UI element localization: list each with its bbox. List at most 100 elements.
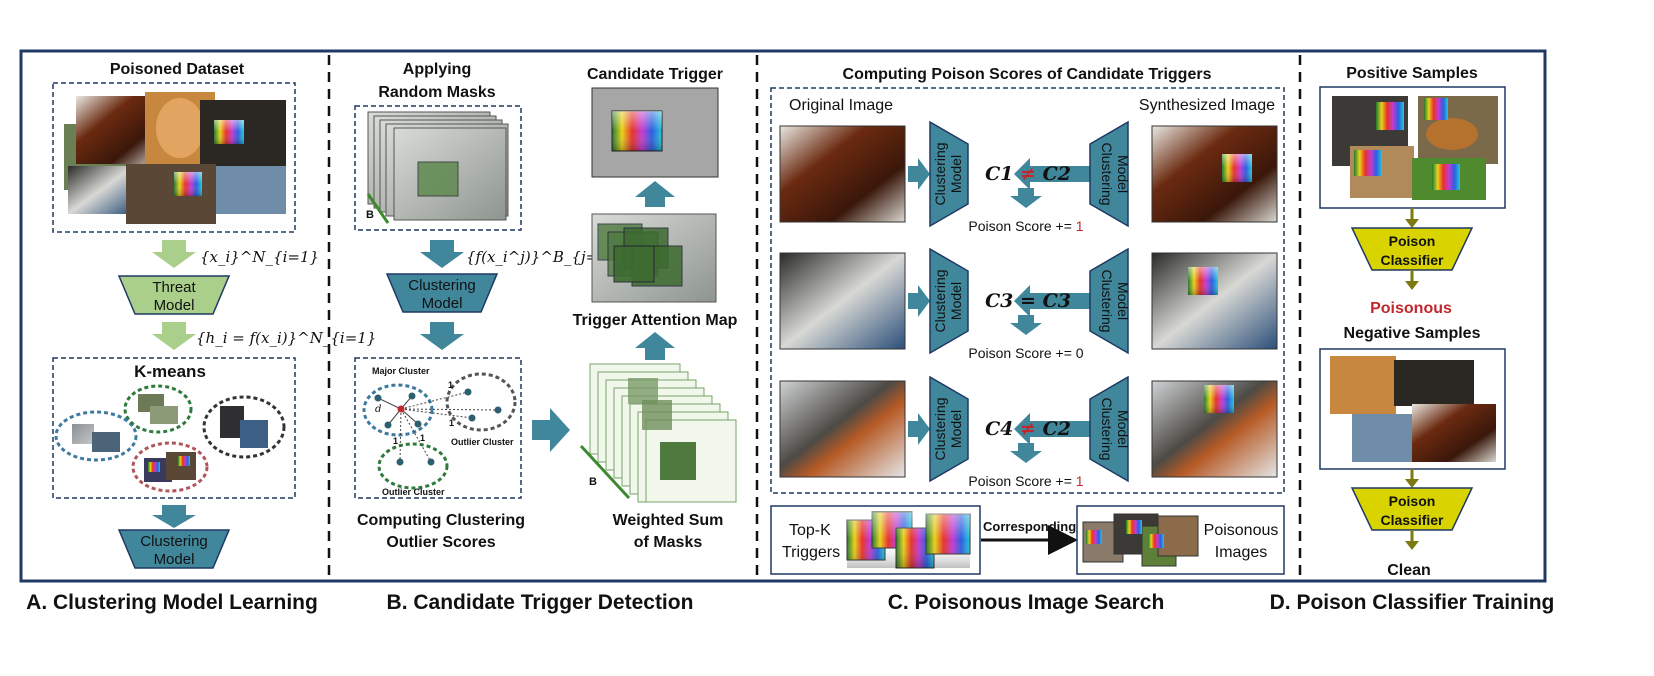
negative-samples-collage: [1330, 356, 1496, 462]
threat-model-shape: [117, 275, 231, 315]
arrow-d3: [1405, 479, 1419, 488]
distance-label: d: [375, 404, 381, 415]
arrow-down: [1010, 188, 1042, 208]
panel-b: Applying Random Masks B {f(x_i^j)}^B_{j=…: [354, 61, 738, 551]
arrow-d1: [1405, 219, 1419, 228]
clustering-model-a: [117, 529, 231, 569]
arrow-left: [1014, 158, 1090, 190]
caption-c: C. Poisonous Image Search: [888, 591, 1165, 614]
poison-scores-title: Computing Poison Scores of Candidate Tri…: [843, 66, 1212, 83]
edge-label-1: 1: [448, 380, 453, 390]
attention-map-title: Trigger Attention Map: [573, 312, 738, 329]
poison-score-text: Poison Score += 1: [968, 218, 1083, 234]
candidate-trigger-title: Candidate Trigger: [587, 66, 723, 83]
clustering-model-right-label-2: Model: [1115, 282, 1131, 320]
poisonous-images-collage: [1082, 513, 1199, 567]
arrow-b-sum-to-map: [635, 332, 675, 360]
dataset-photo-collage: [64, 92, 286, 224]
clustering-model-a-label-1: Clustering: [140, 533, 208, 550]
clustering-model-b: [385, 273, 499, 313]
positive-samples-title: Positive Samples: [1346, 65, 1478, 82]
arrow-a2: [152, 322, 196, 350]
panel-c: Computing Poison Scores of Candidate Tri…: [770, 66, 1285, 494]
cluster-comparison: C3 = C3: [985, 290, 1071, 312]
dataset-box: [52, 82, 296, 233]
edge-label-4: 1: [420, 433, 425, 443]
arrow-left: [1014, 413, 1090, 445]
poison-classifier-1: [1350, 227, 1474, 271]
weighted-mask-stack: [589, 363, 737, 503]
poison-classifier-1-label-1: Poison: [1389, 233, 1436, 249]
clustering-model-right-label-2: Model: [1115, 155, 1131, 193]
positive-samples-collage: [1332, 96, 1498, 200]
arrow-right: [908, 158, 930, 190]
original-image-label: Original Image: [789, 97, 893, 114]
kmeans-title: K-means: [134, 362, 206, 381]
arrow-b2: [420, 322, 464, 350]
top-k-triggers-images: [846, 511, 971, 569]
arrow-a1: [152, 240, 196, 268]
clustering-model-left-label-1: Clustering: [932, 142, 948, 205]
poison-classifier-2: [1350, 487, 1474, 531]
clustering-model-left-label-2: Model: [948, 410, 964, 448]
outer-frame: [19, 49, 1547, 583]
original-image: [779, 125, 906, 223]
mask-batch-label: B: [589, 476, 597, 488]
poisoned-dataset-title: Poisoned Dataset: [110, 61, 245, 78]
arrow-left: [1014, 285, 1090, 317]
clustering-model-left-label-1: Clustering: [932, 269, 948, 332]
clustering-model-right-label-1: Clustering: [1099, 142, 1115, 205]
weighted-sum-title-1: Weighted Sum: [613, 512, 724, 529]
formula-hi: {h_i = f(x_i)}^N_{i=1}: [196, 329, 376, 347]
panel-c-bottom: Top-K Triggers Corresponding Poisonous I…: [770, 505, 1285, 575]
clean-result: Clean: [1387, 562, 1431, 579]
major-cluster-label: Major Cluster: [372, 366, 430, 376]
panel-a: Poisoned Dataset {x_i}^N_{i=1} Threat Mo…: [52, 61, 376, 569]
top-k-box: [770, 505, 981, 575]
poison-score-text: Poison Score += 1: [968, 473, 1083, 489]
arrow-d2: [1405, 281, 1419, 290]
outlier-title-2: Outlier Scores: [386, 534, 495, 551]
arrow-right: [908, 413, 930, 445]
formula-fxij: {f(x_i^j)}^B_{j=1}: [466, 248, 617, 266]
weighted-sum-title-2: of Masks: [634, 534, 703, 551]
mask-batch-arrow: [579, 444, 631, 500]
negative-samples-title: Negative Samples: [1344, 325, 1481, 342]
poison-classifier-2-label-1: Poison: [1389, 493, 1436, 509]
poisonous-images-box: [1076, 505, 1285, 575]
threat-model-label-1: Threat: [152, 279, 196, 296]
clustering-model-b-label-2: Model: [422, 295, 463, 312]
clustering-model-left-label-1: Clustering: [932, 397, 948, 460]
synthesized-image: [1151, 125, 1278, 223]
kmeans-clusters: [54, 384, 286, 493]
arrow-down: [1010, 315, 1042, 335]
clustering-model-right: [1089, 375, 1129, 483]
formula-xi: {x_i}^N_{i=1}: [200, 248, 319, 266]
clustering-model-a-label-2: Model: [154, 551, 195, 568]
arrow-b1: [420, 240, 464, 268]
arrow-down: [1010, 443, 1042, 463]
masks-title-1: Applying: [403, 61, 471, 78]
clustering-model-left-label-2: Model: [948, 282, 964, 320]
top-k-label-1: Top-K: [789, 522, 831, 539]
poison-score-text: Poison Score += 0: [968, 345, 1083, 361]
clustering-model-left-label-2: Model: [948, 155, 964, 193]
outlier-diagram: [362, 372, 517, 490]
kmeans-box: [52, 357, 296, 499]
outlier-box: [354, 357, 522, 499]
synthesized-image-label: Synthesized Image: [1139, 97, 1275, 114]
attention-map-image: [591, 213, 717, 303]
original-image: [779, 380, 906, 478]
arrow-b-map-to-trigger: [635, 181, 675, 207]
masks-box: [354, 105, 522, 231]
clustering-model-right-label-1: Clustering: [1099, 269, 1115, 332]
batch-arrow: [366, 193, 390, 224]
outlier-cluster-label-1: Outlier Cluster: [451, 437, 514, 447]
clustering-model-right: [1089, 247, 1129, 355]
arrow-a3: [152, 505, 196, 528]
clustering-model-left: [929, 375, 969, 483]
